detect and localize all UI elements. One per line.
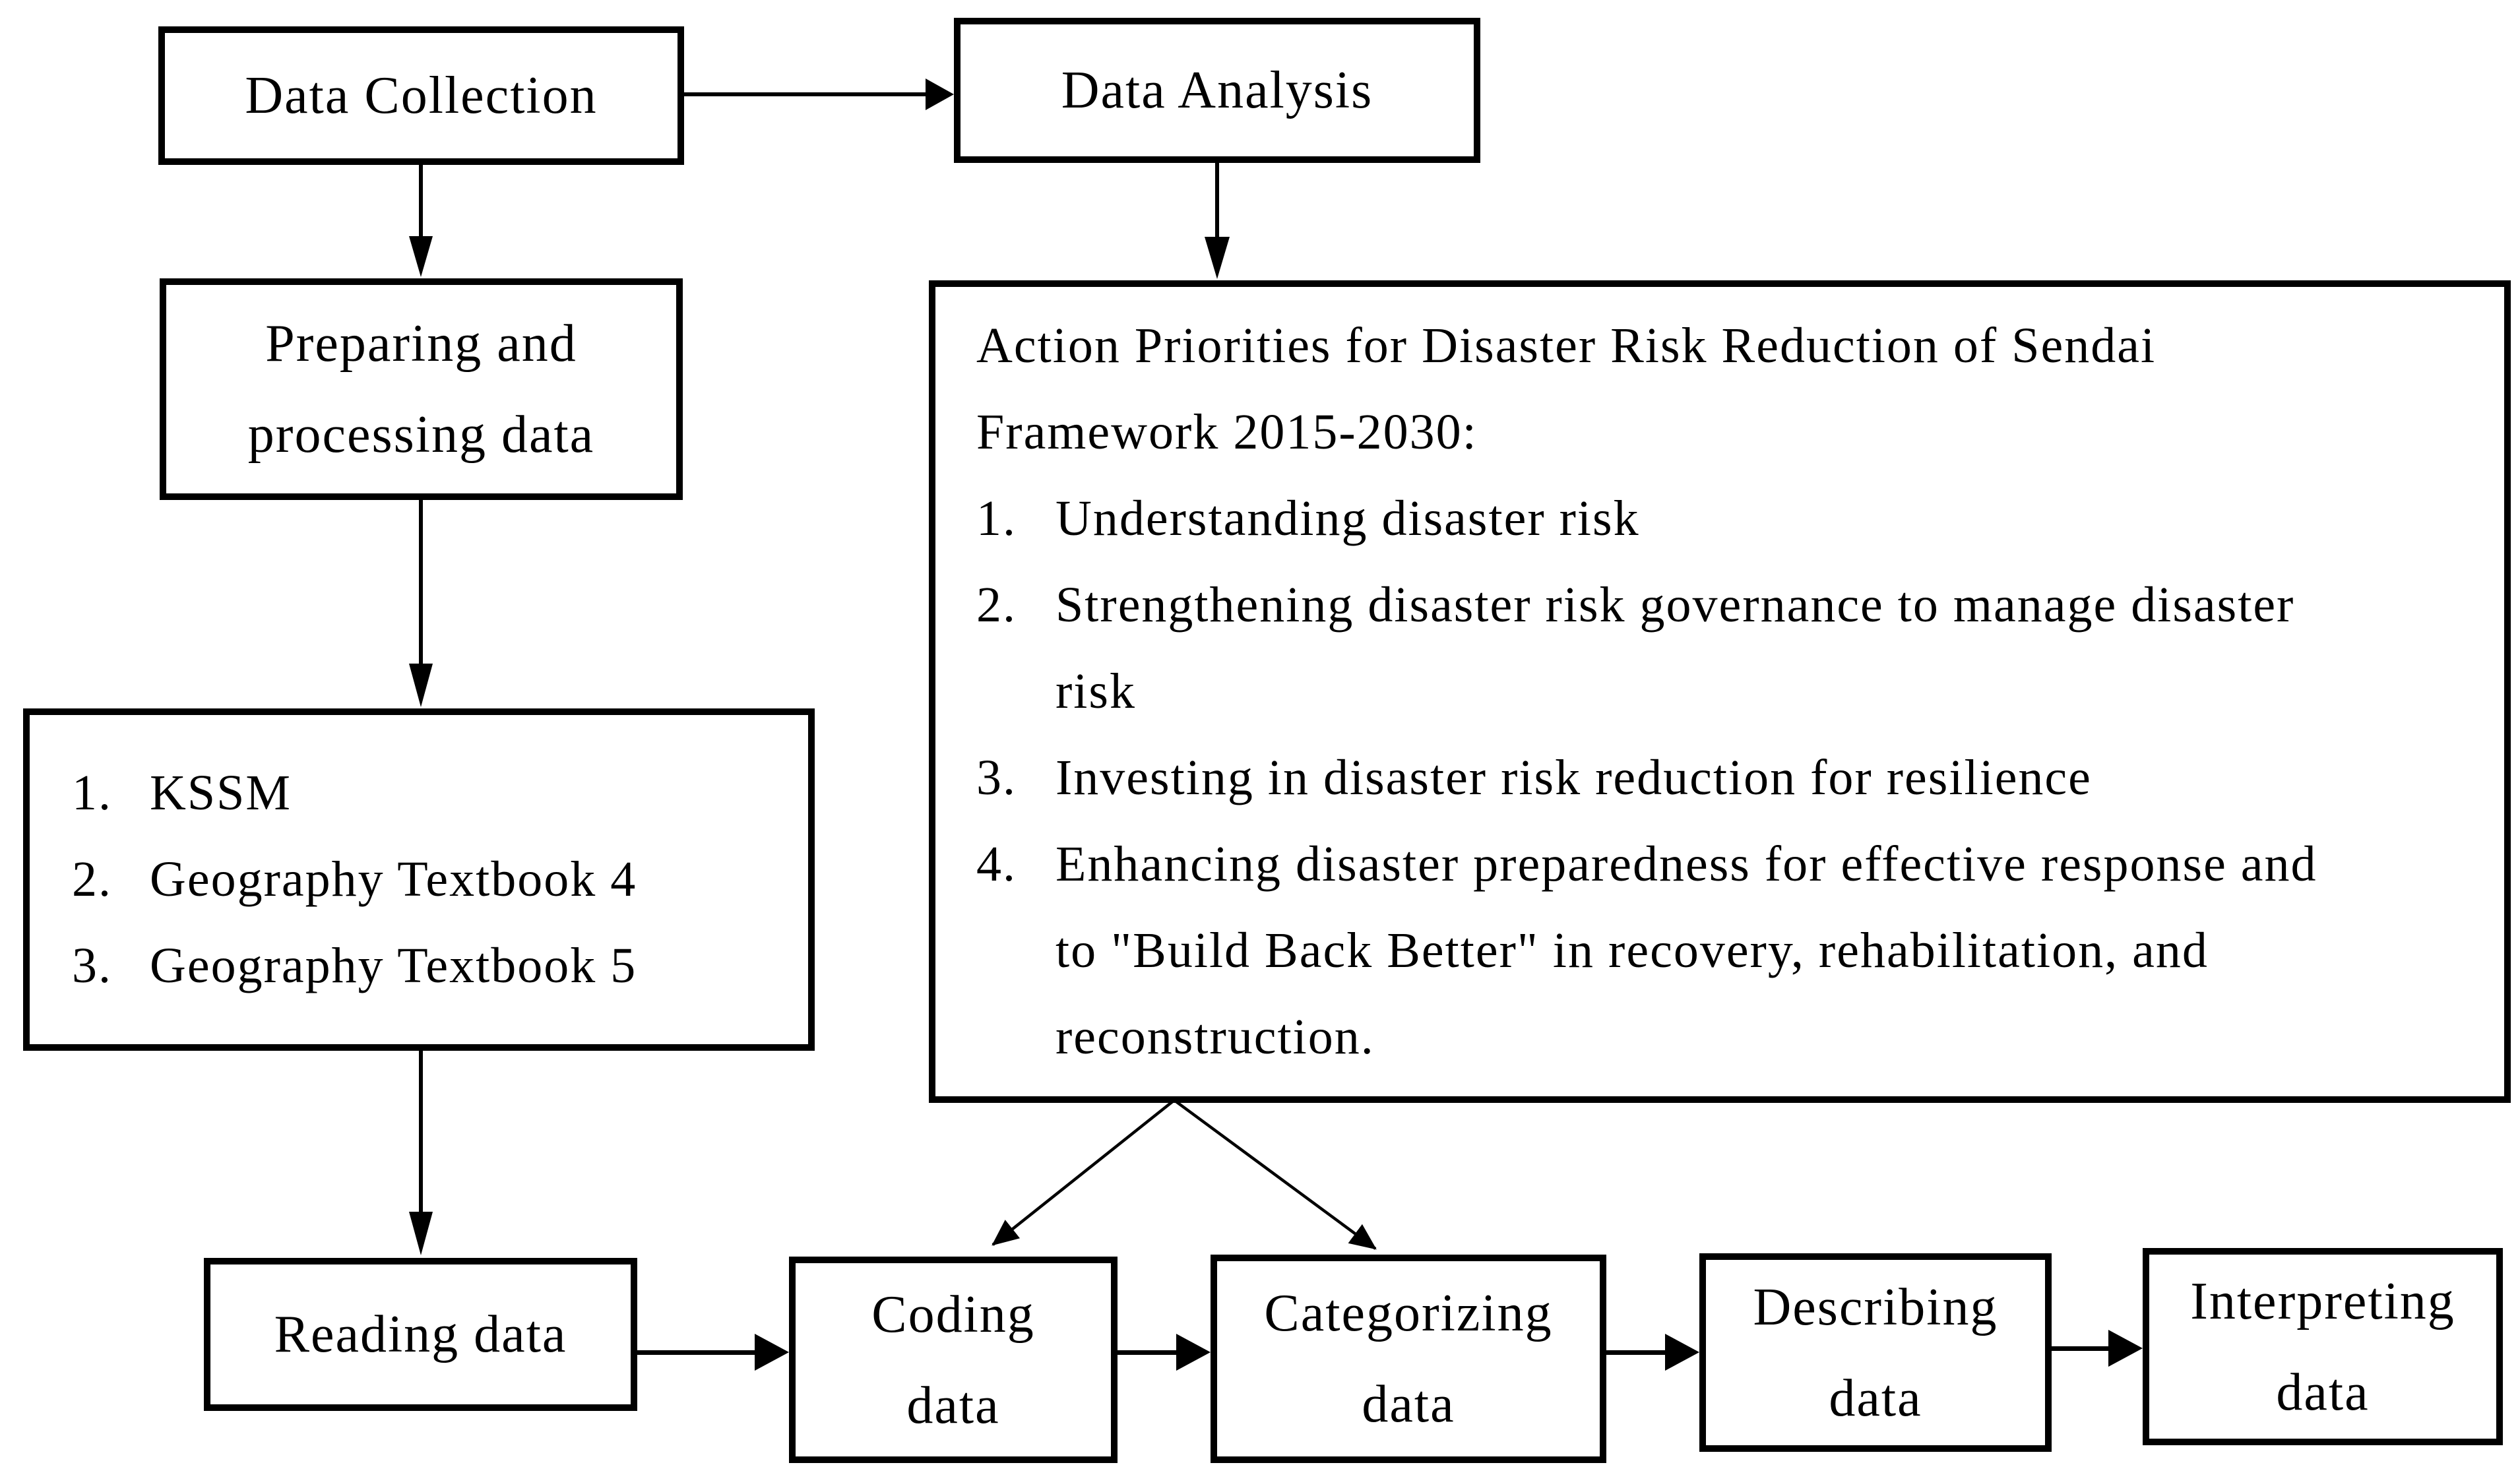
arrow-analysis-to-priorities	[1205, 163, 1230, 279]
arrow-preparing-to-sources	[409, 500, 433, 707]
source-item: 2. Geography Textbook 4	[72, 836, 808, 923]
arrow-categorizing-to-describing	[1606, 1334, 1699, 1371]
arrow-head-right-icon	[926, 78, 954, 110]
arrow-stem	[419, 165, 423, 236]
describing-label-line2: data	[1829, 1369, 1922, 1427]
arrow-stem	[684, 92, 926, 96]
arrow-head-right-icon	[2108, 1330, 2143, 1367]
priority-item-number: 4.	[976, 836, 1017, 892]
priority-item: 2. Strengthening disaster risk governanc…	[976, 562, 2478, 735]
priority-item-text: Understanding disaster risk	[1055, 491, 1640, 546]
arrow-head-right-icon	[755, 1334, 789, 1371]
box-data-analysis: Data Analysis	[954, 18, 1480, 163]
arrow-sources-to-reading	[409, 1051, 433, 1255]
arrow-head-down-icon	[409, 1212, 433, 1255]
action-priorities-title-line1: Action Priorities for Disaster Risk Redu…	[976, 318, 2157, 373]
priority-item-number: 1.	[976, 491, 1017, 546]
arrow-collection-to-preparing	[409, 165, 433, 277]
box-coding-data: Coding data	[789, 1257, 1118, 1463]
arrow-coding-to-categorizing	[1118, 1334, 1211, 1371]
box-categorizing-data: Categorizing data	[1211, 1255, 1606, 1463]
source-item-text: Geography Textbook 5	[150, 938, 637, 993]
priority-item-number: 3.	[976, 750, 1017, 805]
action-priorities-title-line2: Framework 2015-2030:	[976, 404, 1478, 460]
preparing-label-line2: processing data	[247, 406, 595, 464]
priority-item: 3. Investing in disaster risk reduction …	[976, 735, 2478, 821]
box-preparing-processing: Preparing and processing data	[160, 278, 683, 500]
source-item-number: 1.	[72, 765, 112, 821]
arrow-stem	[1118, 1350, 1178, 1355]
arrow-reading-to-coding	[637, 1334, 789, 1371]
categorizing-label-line1: Categorizing	[1264, 1284, 1553, 1342]
arrow-head-down-icon	[1205, 237, 1230, 279]
reading-data-label: Reading data	[274, 1305, 567, 1363]
arrow-head-down-icon	[409, 664, 433, 707]
priority-item-text: Strengthening disaster risk governance t…	[1055, 577, 2295, 719]
categorizing-label-line2: data	[1362, 1375, 1455, 1433]
coding-label-line1: Coding	[871, 1285, 1035, 1344]
box-reading-data: Reading data	[204, 1258, 637, 1411]
arrow-head-down-icon	[409, 236, 433, 277]
interpreting-label-line1: Interpreting	[2190, 1272, 2455, 1330]
arrow-stem	[637, 1350, 756, 1355]
source-item-number: 3.	[72, 938, 112, 993]
box-action-priorities: Action Priorities for Disaster Risk Redu…	[929, 280, 2511, 1103]
describing-label-line1: Describing	[1753, 1278, 1998, 1336]
data-collection-label: Data Collection	[245, 67, 598, 125]
priority-item-text: Investing in disaster risk reduction for…	[1055, 750, 2092, 805]
arrow-collection-to-analysis	[684, 78, 954, 110]
arrow-split-priorities-to-coding-categorizing	[992, 1099, 1377, 1250]
arrow-stem	[1215, 163, 1219, 237]
arrow-line-to-categorizing	[1173, 1099, 1377, 1250]
interpreting-label-line2: data	[2276, 1363, 2370, 1421]
priority-item: 4. Enhancing disaster preparedness for e…	[976, 821, 2478, 1080]
data-analysis-label: Data Analysis	[1061, 61, 1373, 119]
box-data-sources: 1. KSSM 2. Geography Textbook 4 3. Geogr…	[23, 708, 815, 1051]
source-item: 1. KSSM	[72, 750, 808, 836]
arrow-line-to-coding	[992, 1099, 1176, 1246]
box-describing-data: Describing data	[1699, 1253, 2052, 1452]
arrow-stem	[1606, 1350, 1666, 1355]
box-interpreting-data: Interpreting data	[2143, 1248, 2503, 1445]
priority-item-number: 2.	[976, 577, 1017, 633]
arrow-describing-to-interpreting	[2052, 1330, 2143, 1367]
priority-item-text: Enhancing disaster preparedness for effe…	[1055, 836, 2317, 1065]
arrow-stem	[419, 500, 423, 664]
preparing-label-line1: Preparing and	[265, 315, 577, 373]
arrow-stem	[2052, 1346, 2110, 1351]
coding-label-line2: data	[906, 1376, 1000, 1435]
source-item-number: 2.	[72, 852, 112, 907]
source-item-text: Geography Textbook 4	[150, 852, 637, 907]
source-item-text: KSSM	[150, 765, 292, 821]
arrow-stem	[419, 1051, 423, 1212]
source-item: 3. Geography Textbook 5	[72, 923, 808, 1009]
arrow-head-right-icon	[1176, 1334, 1211, 1371]
arrow-head-right-icon	[1665, 1334, 1699, 1371]
priority-item: 1. Understanding disaster risk	[976, 476, 2478, 562]
box-data-collection: Data Collection	[158, 26, 684, 165]
